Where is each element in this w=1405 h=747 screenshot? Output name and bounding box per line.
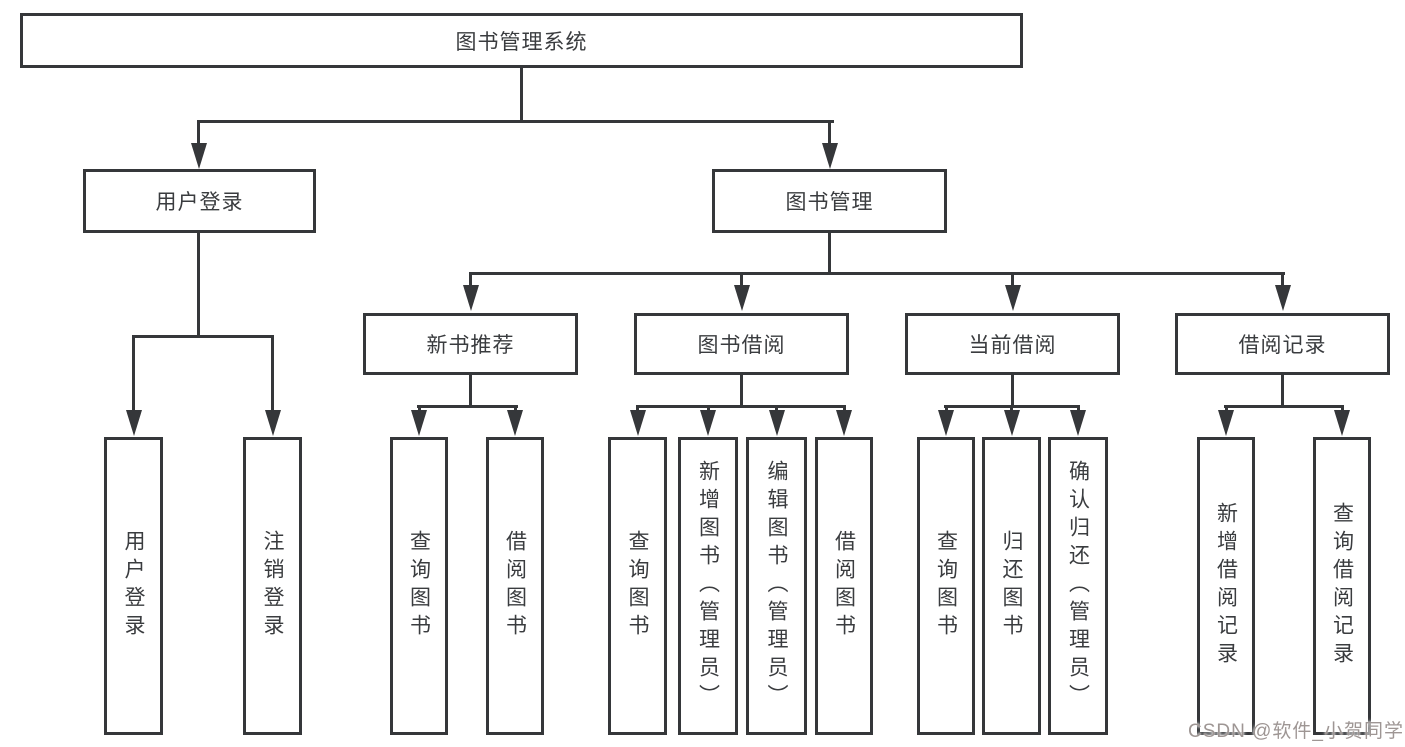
node-root-library-system: 图书管理系统 [20, 13, 1023, 68]
connector-line [197, 233, 200, 337]
node-book-borrowing: 图书借阅 [634, 313, 849, 375]
node-current-borrowing: 当前借阅 [905, 313, 1120, 375]
connector-line [1340, 405, 1344, 414]
arrow-down [700, 410, 716, 436]
connector-line [417, 405, 421, 414]
arrow-down [1274, 285, 1291, 311]
connector-line [775, 405, 778, 414]
connector-line [513, 405, 517, 414]
arrow-down [938, 410, 954, 436]
node-label: 图书管理系统 [455, 30, 588, 54]
connector-line [636, 405, 846, 408]
connector-line [1281, 375, 1284, 407]
arrow-down [1334, 410, 1350, 436]
connector-line [636, 405, 639, 414]
leaf-bb-query-books: 查询图书 [608, 437, 667, 735]
leaf-bb-borrow-books: 借阅图书 [815, 437, 873, 735]
connector-line [1010, 405, 1013, 414]
leaf-cb-confirm-return-admin: 确认归还（管理员） [1048, 437, 1108, 735]
leaf-label: 新增图书（管理员） [696, 460, 720, 712]
leaf-nb-query-books: 查询图书 [390, 437, 448, 735]
leaf-logout: 注销登录 [243, 437, 302, 735]
node-label: 借阅记录 [1238, 334, 1327, 357]
arrow-down [821, 143, 838, 169]
node-label: 新书推荐 [426, 334, 515, 357]
leaf-label: 查询图书 [407, 530, 431, 642]
arrow-down [1003, 410, 1020, 436]
connector-line [740, 272, 743, 287]
connector-line [469, 375, 472, 407]
connector-line [132, 335, 135, 412]
connector-line [132, 335, 274, 338]
connector-line [1224, 405, 1228, 414]
leaf-label: 查询图书 [626, 530, 649, 642]
node-label: 用户登录 [155, 191, 244, 214]
node-label: 当前借阅 [968, 334, 1057, 357]
arrow-down [411, 410, 427, 436]
leaf-label: 借阅图书 [832, 530, 856, 642]
arrow-down [836, 410, 852, 436]
leaf-label: 归还图书 [1000, 530, 1023, 642]
connector-line [706, 405, 710, 414]
connector-line [520, 68, 523, 123]
arrow-down [264, 410, 281, 436]
arrow-down [629, 410, 646, 436]
arrow-down [1218, 410, 1234, 436]
node-label: 图书管理 [785, 191, 874, 214]
leaf-label: 查询图书 [934, 530, 958, 642]
leaf-br-query-record: 查询借阅记录 [1313, 437, 1371, 735]
leaf-bb-add-books-admin: 新增图书（管理员） [678, 437, 738, 735]
connector-line [469, 272, 1285, 275]
connector-line [1076, 405, 1080, 414]
connector-line [740, 375, 743, 407]
node-book-management: 图书管理 [712, 169, 947, 233]
leaf-label: 查询借阅记录 [1330, 502, 1354, 670]
leaf-label: 编辑图书（管理员） [765, 460, 788, 712]
arrow-down [190, 143, 207, 169]
arrow-down [1070, 410, 1086, 436]
arrow-down [462, 285, 479, 311]
connector-line [197, 120, 834, 123]
leaf-label: 新增借阅记录 [1214, 502, 1238, 670]
connector-line [1224, 405, 1344, 408]
connector-line [1281, 272, 1284, 287]
leaf-br-add-record: 新增借阅记录 [1197, 437, 1255, 735]
leaf-label: 注销登录 [261, 530, 284, 642]
connector-line [828, 120, 831, 145]
node-borrowing-records: 借阅记录 [1175, 313, 1390, 375]
connector-line [1011, 272, 1014, 287]
connector-line [197, 120, 200, 145]
arrow-down [768, 410, 785, 436]
leaf-label: 借阅图书 [503, 530, 527, 642]
node-label: 图书借阅 [697, 334, 786, 357]
connector-line [417, 405, 518, 408]
node-user-login: 用户登录 [83, 169, 316, 233]
connector-line [1011, 375, 1014, 407]
leaf-bb-edit-books-admin: 编辑图书（管理员） [746, 437, 807, 735]
connector-line [271, 335, 274, 412]
arrow-down [507, 410, 523, 436]
arrow-down [125, 410, 142, 436]
csdn-watermark: CSDN @软件_小贺同学 [1188, 721, 1404, 742]
leaf-cb-query-books: 查询图书 [917, 437, 975, 735]
arrow-down [733, 285, 750, 311]
connector-line [944, 405, 948, 414]
leaf-user-login: 用户登录 [104, 437, 163, 735]
arrow-down [1004, 285, 1021, 311]
connector-line [828, 233, 831, 274]
leaf-nb-borrow-books: 借阅图书 [486, 437, 544, 735]
leaf-cb-return-books: 归还图书 [982, 437, 1041, 735]
connector-line [469, 272, 472, 287]
node-new-book-recommend: 新书推荐 [363, 313, 578, 375]
leaf-label: 确认归还（管理员） [1066, 460, 1090, 712]
connector-line [842, 405, 846, 414]
leaf-label: 用户登录 [122, 530, 145, 642]
